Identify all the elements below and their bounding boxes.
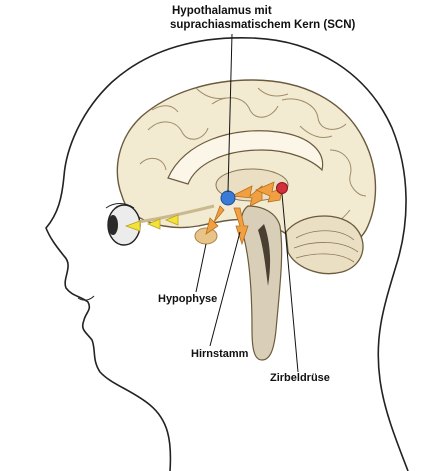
- leader-hirnstamm: [210, 232, 240, 346]
- scn-dot: [221, 191, 235, 205]
- label-hypothalamus-line2: suprachiasmatischem Kern (SCN): [170, 19, 356, 31]
- pineal-dot: [277, 183, 288, 194]
- pituitary-gland: [195, 228, 217, 244]
- label-hirnstamm: Hirnstamm: [191, 348, 249, 360]
- label-hypothalamus-line1: Hypothalamus mit: [172, 5, 272, 17]
- cerebellum: [286, 216, 363, 274]
- label-hypophyse: Hypophyse: [158, 293, 217, 305]
- leader-hypophyse: [196, 244, 206, 292]
- label-zirbeldruese: Zirbeldrüse: [270, 372, 330, 384]
